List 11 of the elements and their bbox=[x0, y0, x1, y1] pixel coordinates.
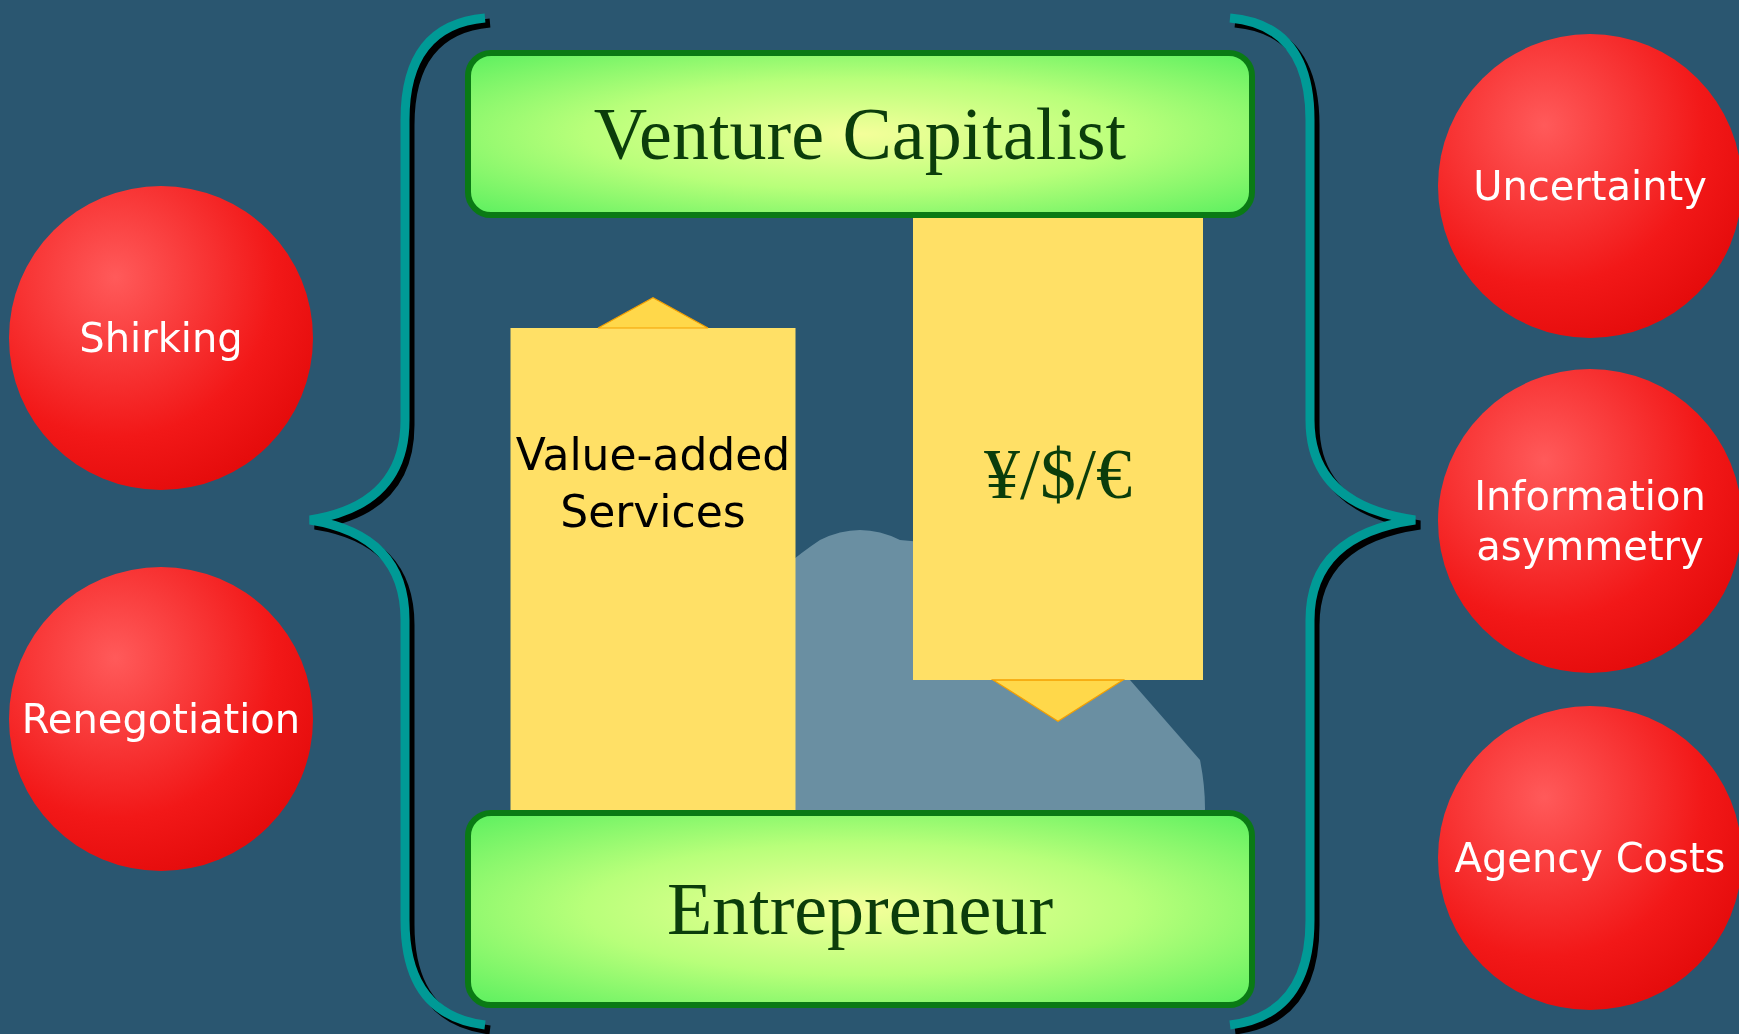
role-box bbox=[465, 50, 1255, 218]
node-text: Information asymmetry bbox=[1473, 472, 1707, 571]
node-text: Shirking bbox=[78, 314, 244, 363]
role-box bbox=[465, 810, 1255, 1008]
node-text: Venture Capitalist bbox=[593, 91, 1127, 177]
node-text: Renegotiation bbox=[20, 695, 302, 744]
node-text: Agency Costs bbox=[1453, 834, 1727, 883]
node-text: Uncertainty bbox=[1472, 162, 1708, 211]
node-text: Entrepreneur bbox=[666, 866, 1054, 952]
edge-label: Value-added Services bbox=[514, 428, 792, 540]
edge-label: ¥/$/€ bbox=[983, 433, 1133, 516]
